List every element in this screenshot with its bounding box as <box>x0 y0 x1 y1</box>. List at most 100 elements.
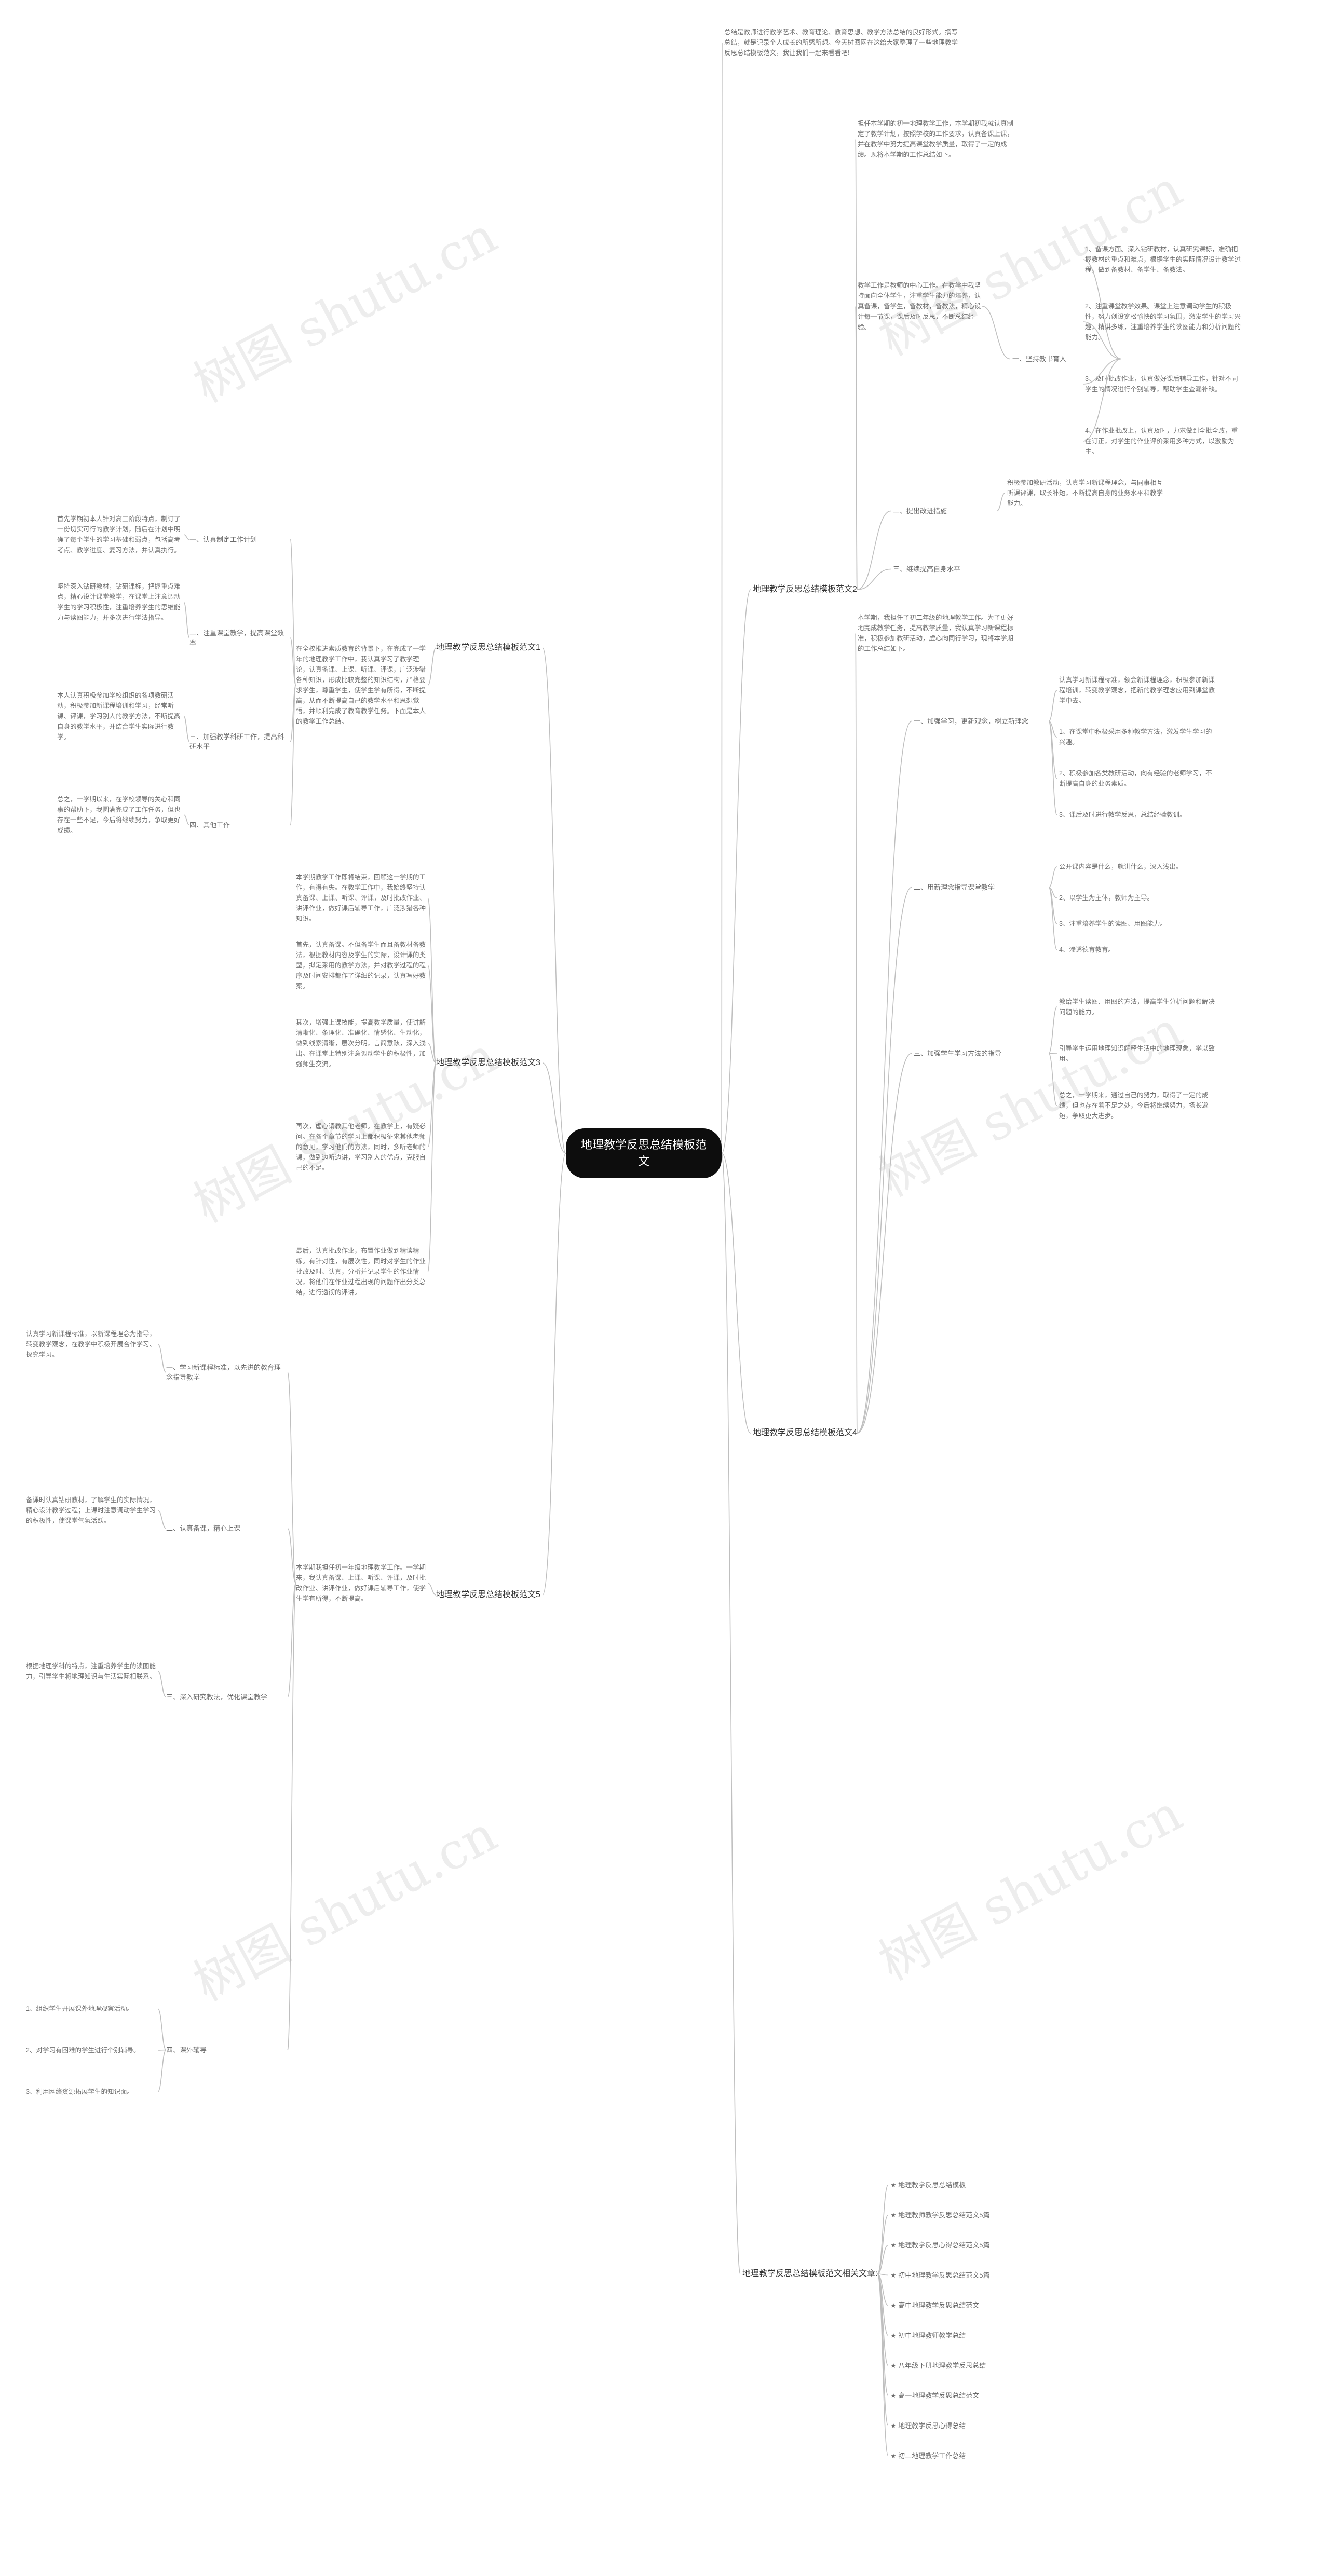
connector-line <box>287 1583 296 2051</box>
connector-line <box>877 2273 889 2306</box>
connector-line <box>157 2008 167 2051</box>
connector-line <box>183 602 190 638</box>
branch-5-item-label[interactable]: 三、深入研究教法，优化课堂教学 <box>166 1693 268 1701</box>
branch-3-paragraph: 其次，增强上课技能，提高教学质量，使讲解清晰化、条理化、准确化、情感化、生动化，… <box>296 1019 426 1068</box>
branch-5-item-text: 备课时认真钻研教材，了解学生的实际情况，精心设计教学过程；上课时注意调动学生学习… <box>26 1496 156 1524</box>
connector-line <box>855 633 858 1434</box>
connector-line <box>183 814 190 826</box>
branch-1-item-label[interactable]: 二、注重课堂教学，提高课堂效率 <box>189 629 284 647</box>
branch-4-s2-item: 2、以学生为主体，教师为主导。 <box>1059 894 1154 902</box>
connector-line <box>857 720 912 1434</box>
related-article-link[interactable]: ★ 八年级下册地理教学反思总结 <box>890 2362 986 2369</box>
related-article-link[interactable]: ★ 高一地理教学反思总结范文 <box>890 2392 980 2400</box>
branch-2-s1-item: 3、及时批改作业，认真做好课后辅导工作，针对不同学生的情况进行个别辅导，帮助学生… <box>1085 375 1238 393</box>
branch-1-item-label[interactable]: 三、加强教学科研工作，提高科研水平 <box>189 733 284 751</box>
branch-4-s3-item: 教给学生读图、用图的方法，提高学生分析问题和解决问题的能力。 <box>1059 998 1215 1016</box>
connector-line <box>427 1583 437 1596</box>
branch-1-title[interactable]: 地理教学反思总结模板范文1 <box>436 643 540 652</box>
branch-4-s2-item: 4、渗透德育教育。 <box>1059 946 1115 953</box>
related-article-link[interactable]: ★ 地理教学反思心得总结范文5篇 <box>890 2241 990 2249</box>
related-article-link[interactable]: ★ 地理教学反思总结模板 <box>890 2181 966 2189</box>
connector-line <box>427 1043 437 1064</box>
branch-4-section-2[interactable]: 二、用新理念指导课堂教学 <box>914 883 995 891</box>
branch-4-title[interactable]: 地理教学反思总结模板范文4 <box>753 1428 857 1437</box>
branch-4-section-1[interactable]: 一、加强学习，更新观念，树立新理念 <box>914 717 1029 725</box>
connector-line <box>157 1510 167 1529</box>
related-article-link[interactable]: ★ 初中地理教师教学总结 <box>890 2332 966 2339</box>
branch-5-intro: 本学期我担任初一年级地理教学工作。一学期来，我认真备课、上课、听课、评课，及时批… <box>296 1564 426 1602</box>
connector-line <box>287 1528 296 1584</box>
connector-line <box>855 306 858 590</box>
branch-1-intro: 在全校推进素质教育的背景下，在完成了一学年的地理教学工作中，我认真学习了教学理论… <box>296 645 426 725</box>
root-node[interactable]: 地理教学反思总结模板范文 <box>566 1128 722 1178</box>
connector-line <box>1048 690 1057 722</box>
branch-5-item-text: 根据地理学科的特点，注重培养学生的读图能力，引导学生将地理知识与生活实际相联系。 <box>26 1662 156 1680</box>
branch-4-section-3[interactable]: 三、加强学生学习方法的指导 <box>914 1050 1002 1057</box>
connector-line <box>290 539 296 686</box>
connector-line <box>427 897 437 1064</box>
related-article-link[interactable]: ★ 初二地理教学工作总结 <box>890 2452 966 2460</box>
branch-1-item-text: 总之，一学期以来，在学校领导的关心和同事的帮助下，我圆满完成了工作任务，但也存在… <box>57 796 181 834</box>
branch-4-s1-item: 2、积极参加各类教研活动，向有经验的老师学习，不断提高自身的业务素质。 <box>1059 770 1212 787</box>
branch-4-s1-item: 3、课后及时进行教学反思，总结经验教训。 <box>1059 811 1186 819</box>
branch-2-s1-item: 4、在作业批改上，认真及时，力求做到全批全改，重在订正，对学生的作业评价采用多种… <box>1085 427 1238 455</box>
branch-5-item-text: 认真学习新课程标准，以新课程理念为指导，转变教学观念，在教学中积极开展合作学习、… <box>26 1330 156 1358</box>
branch-1-item-text: 本人认真积极参加学校组织的各项教研活动，积极参加新课程培训和学习，经常听课、评课… <box>57 692 181 741</box>
connector-line <box>721 589 751 1154</box>
branch-2-section-1[interactable]: 一、坚持教书育人 <box>1012 355 1067 363</box>
connector-line <box>287 1583 296 1698</box>
related-article-link[interactable]: ★ 地理教师教学反思总结范文5篇 <box>890 2211 990 2219</box>
branch-1-item-label[interactable]: 一、认真制定工作计划 <box>189 536 257 543</box>
connector-line <box>1082 321 1122 360</box>
connector-line <box>157 1344 167 1373</box>
branch-3-title[interactable]: 地理教学反思总结模板范文3 <box>436 1058 540 1067</box>
connector-line <box>877 2184 889 2274</box>
connector-line <box>721 1153 751 1434</box>
connector-line <box>542 1062 566 1154</box>
related-article-link[interactable]: ★ 地理教学反思心得总结 <box>890 2422 966 2430</box>
branch-5-title[interactable]: 地理教学反思总结模板范文5 <box>436 1590 540 1599</box>
branch-5-item-label[interactable]: 二、认真备课，精心上课 <box>166 1524 241 1532</box>
branch-1-item-text: 首先学期初本人针对高三阶段特点，制订了一份切实可行的教学计划，随后在计划中明确了… <box>57 515 181 554</box>
branch-5-item-label[interactable]: 四、课外辅导 <box>166 2046 207 2054</box>
branch-5-item-label[interactable]: 一、学习新课程标准，以先进的教育理念指导教学 <box>166 1364 281 1381</box>
connector-line <box>1048 1053 1057 1106</box>
branch-4-s3-item: 总之，一学期来，通过自己的努力，取得了一定的成绩，但也存在着不足之处，今后将继续… <box>1059 1092 1209 1120</box>
branch-6-title[interactable]: 地理教学反思总结模板范文相关文章: <box>742 2269 878 2278</box>
branch-2-intro: 担任本学期的初一地理教学工作，本学期初我就认真制定了教学计划，按照学校的工作要求… <box>858 120 1014 158</box>
branch-3-paragraph: 首先，认真备课。不但备学生而且备教材备教法，根据教材内容及学生的实际，设计课的类… <box>296 941 426 990</box>
connector-line <box>1082 358 1122 385</box>
branch-4-s1-item: 1、在课堂中积极采用多种教学方法，激发学生学习的兴趣。 <box>1059 728 1212 746</box>
connector-line <box>427 1062 437 1148</box>
branch-2-section-1-text: 教学工作是教师的中心工作。在教学中我坚持面向全体学生，注重学生能力的培养，认真备… <box>858 282 981 331</box>
related-article-link[interactable]: ★ 初中地理教学反思总结范文5篇 <box>890 2271 990 2279</box>
branch-3-paragraph: 最后，认真批改作业，布置作业做到精读精练。有针对性，有层次性。同时对学生的作业批… <box>296 1247 426 1296</box>
branch-2-section-2-text: 积极参加教研活动，认真学习新课程理念，与同事相互听课评课，取长补短，不断提高自身… <box>1007 479 1163 507</box>
branch-2-title[interactable]: 地理教学反思总结模板范文2 <box>753 585 857 594</box>
branch-4-intro: 本学期，我担任了初二年级的地理教学工作。为了更好地完成教学任务，提高教学质量，我… <box>858 614 1014 652</box>
connector-line <box>183 716 190 742</box>
branch-3-intro: 本学期教学工作即将结束，回顾这一学期的工作，有得有失。在教学工作中，我始终坚持认… <box>296 874 426 922</box>
connector-line <box>157 1671 167 1698</box>
connector-line <box>857 510 891 590</box>
branch-2-section-2[interactable]: 二、提出改进措施 <box>893 507 947 515</box>
branch-2-section-3[interactable]: 三、继续提高自身水平 <box>893 565 961 573</box>
branch-5-item-text: 2、对学习有困难的学生进行个别辅导。 <box>26 2047 140 2054</box>
connector-line <box>877 2273 889 2457</box>
connector-line <box>183 534 190 540</box>
connector-line <box>877 2273 889 2427</box>
connector-line <box>1048 866 1057 888</box>
branch-5-item-text: 1、组织学生开展课外地理观察活动。 <box>26 2005 133 2012</box>
connector-line <box>857 568 891 590</box>
connector-line <box>1048 887 1057 950</box>
connector-line <box>427 647 437 686</box>
branch-1-item-label[interactable]: 四、其他工作 <box>189 821 230 829</box>
connector-line <box>542 647 566 1154</box>
connector-line <box>721 1153 741 2274</box>
connector-line <box>877 2214 889 2274</box>
branch-5-item-text: 3、利用网络资源拓展学生的知识面。 <box>26 2088 133 2095</box>
related-article-link[interactable]: ★ 高中地理教学反思总结范文 <box>890 2301 980 2309</box>
branch-4-s3-item: 引导学生运用地理知识解释生活中的地理现象，学以致用。 <box>1059 1045 1215 1062</box>
